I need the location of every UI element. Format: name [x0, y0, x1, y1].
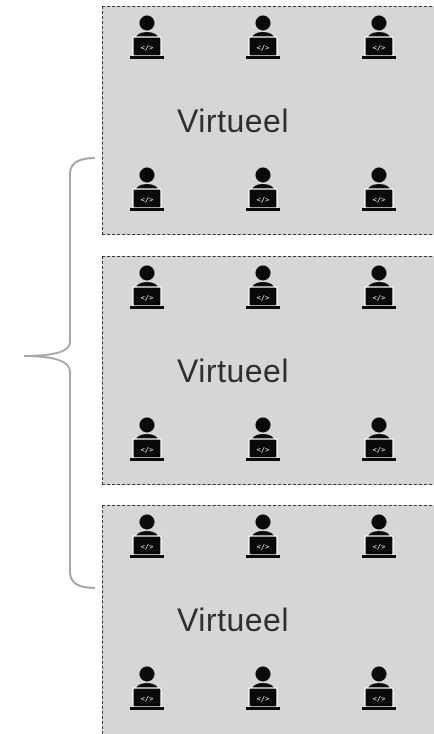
developer-laptop-icon: </> [361, 167, 397, 211]
svg-text:</>: </> [141, 446, 154, 454]
svg-text:</>: </> [257, 44, 270, 52]
svg-text:</>: </> [373, 543, 386, 551]
svg-text:</>: </> [373, 294, 386, 302]
developer-laptop-icon: </> [129, 417, 165, 461]
svg-text:</>: </> [373, 44, 386, 52]
developer-laptop-icon: </> [361, 666, 397, 710]
svg-text:</>: </> [141, 44, 154, 52]
svg-text:</>: </> [141, 196, 154, 204]
developer-laptop-icon: </> [129, 666, 165, 710]
virtual-group-3: Virtueel </> </> </> </> </> </> [102, 505, 434, 734]
developer-laptop-icon: </> [245, 15, 281, 59]
svg-text:</>: </> [141, 695, 154, 703]
developer-laptop-icon: </> [361, 15, 397, 59]
svg-text:</>: </> [257, 196, 270, 204]
virtual-group-2: Virtueel </> </> </> </> </> </> [102, 256, 434, 485]
svg-text:</>: </> [257, 543, 270, 551]
developer-laptop-icon: </> [361, 265, 397, 309]
group-label: Virtueel [177, 103, 289, 139]
developer-laptop-icon: </> [129, 265, 165, 309]
group-label: Virtueel [177, 602, 289, 638]
svg-text:</>: </> [373, 196, 386, 204]
developer-laptop-icon: </> [245, 167, 281, 211]
svg-text:</>: </> [257, 294, 270, 302]
group-label: Virtueel [177, 353, 289, 389]
developer-laptop-icon: </> [129, 167, 165, 211]
group-brace [23, 157, 96, 589]
svg-text:</>: </> [257, 446, 270, 454]
developer-laptop-icon: </> [245, 666, 281, 710]
developer-laptop-icon: </> [129, 15, 165, 59]
svg-text:</>: </> [257, 695, 270, 703]
svg-text:</>: </> [141, 543, 154, 551]
svg-text:</>: </> [373, 695, 386, 703]
developer-laptop-icon: </> [361, 514, 397, 558]
virtual-group-1: Virtueel </> </> </> </> </> </> [102, 6, 434, 235]
developer-laptop-icon: </> [245, 265, 281, 309]
developer-laptop-icon: </> [245, 514, 281, 558]
developer-laptop-icon: </> [245, 417, 281, 461]
svg-text:</>: </> [373, 446, 386, 454]
developer-laptop-icon: </> [129, 514, 165, 558]
svg-text:</>: </> [141, 294, 154, 302]
developer-laptop-icon: </> [361, 417, 397, 461]
